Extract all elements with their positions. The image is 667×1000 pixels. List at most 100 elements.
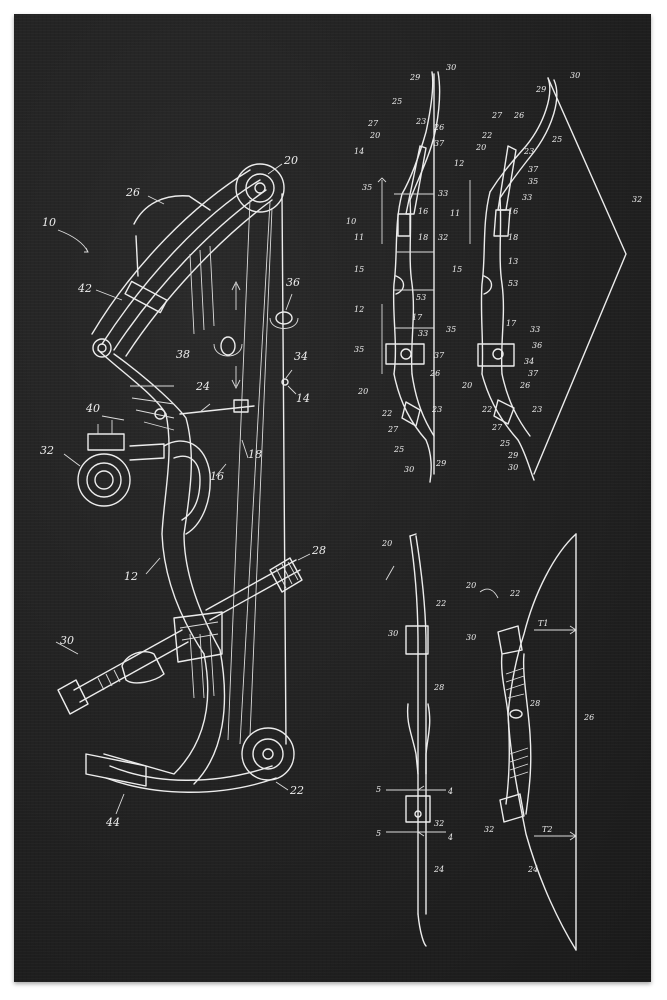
ref-label: 20 [357, 387, 368, 396]
ref-label: 15 [452, 265, 462, 274]
compound-bow-drawing [57, 163, 303, 793]
ref-label: 16 [210, 470, 224, 483]
ref-label: 26 [583, 713, 594, 722]
ref-label: 18 [248, 448, 262, 461]
ref-label: 37 [434, 351, 445, 360]
ref-label: 12 [454, 159, 464, 168]
ref-label: 24 [527, 865, 538, 874]
ref-label: 20 [475, 143, 486, 152]
ref-label: 27 [367, 119, 379, 128]
ref-label: 36 [532, 341, 542, 350]
ref-label: 35 [446, 325, 456, 334]
ref-label: 30 [404, 465, 414, 474]
ref-label: 53 [508, 279, 518, 288]
ref-label: 20 [461, 381, 472, 390]
ref-label: 17 [506, 319, 517, 328]
ref-label: 32 [40, 444, 54, 457]
ref-label: 27 [387, 425, 399, 434]
ref-label: 29 [409, 73, 420, 82]
ref-label: 28 [311, 544, 326, 557]
ref-label: T2 [542, 825, 552, 834]
ref-label: 10 [42, 216, 56, 229]
ref-label: 25 [393, 445, 404, 454]
ref-label: 35 [528, 177, 538, 186]
ref-label: T1 [538, 619, 548, 628]
recurve-drawing-a [377, 71, 441, 483]
ref-label: 29 [507, 451, 518, 460]
recurve-drawing-b [469, 77, 627, 481]
ref-label: 30 [446, 63, 456, 72]
ref-label: 26 [513, 111, 524, 120]
ref-label: 33 [522, 193, 532, 202]
ref-label: 16 [508, 207, 518, 216]
ref-label: 37 [528, 369, 539, 378]
recurve-front-drawing [385, 533, 446, 947]
ref-label: 26 [429, 369, 440, 378]
ref-label: 10 [346, 217, 356, 226]
ref-label: 24 [433, 865, 444, 874]
recurve-strung-drawing [479, 533, 577, 951]
ref-label: 22 [381, 409, 392, 418]
ref-label: 37 [528, 165, 539, 174]
ref-label: 14 [354, 147, 364, 156]
ref-label: 32 [632, 195, 642, 204]
ref-label: 33 [418, 329, 428, 338]
ref-label: 23 [415, 117, 426, 126]
reference-numerals: 10 20 26 36 42 38 34 14 40 24 32 18 16 1… [40, 63, 642, 874]
ref-label: 26 [125, 186, 140, 199]
ref-label: 22 [509, 589, 520, 598]
ref-label: 22 [481, 131, 492, 140]
ref-label: 12 [124, 570, 138, 583]
ref-label: 32 [484, 825, 494, 834]
ref-label: 26 [519, 381, 530, 390]
ref-label: 30 [388, 629, 398, 638]
ref-label: 11 [450, 209, 460, 218]
ref-label: 29 [435, 459, 446, 468]
ref-label: 14 [296, 392, 310, 405]
ref-label: 25 [551, 135, 562, 144]
ref-label: 20 [369, 131, 380, 140]
ref-label: 35 [354, 345, 364, 354]
ref-label: 42 [77, 282, 92, 295]
ref-label: 18 [418, 233, 428, 242]
ref-label: 32 [438, 233, 448, 242]
ref-label: 16 [418, 207, 428, 216]
ref-label: 5 [376, 785, 381, 794]
ref-label: 25 [391, 97, 402, 106]
ref-label: 4 [447, 787, 453, 796]
ref-label: 33 [530, 325, 540, 334]
ref-label: 53 [416, 293, 426, 302]
ref-label: 18 [508, 233, 518, 242]
ref-label: 37 [434, 139, 445, 148]
ref-label: 20 [465, 581, 476, 590]
ref-label: 44 [105, 816, 120, 829]
ref-label: 40 [85, 402, 100, 415]
ref-label: 28 [433, 683, 444, 692]
ref-label: 26 [433, 123, 444, 132]
ref-label: 27 [491, 423, 503, 432]
ref-label: 22 [481, 405, 492, 414]
patent-drawings [55, 71, 627, 951]
ref-label: 4 [447, 833, 453, 842]
ref-label: 30 [570, 71, 580, 80]
ref-label: 32 [434, 819, 444, 828]
ref-label: 11 [354, 233, 364, 242]
ref-label: 13 [508, 257, 518, 266]
ref-label: 24 [195, 380, 210, 393]
ref-label: 35 [362, 183, 372, 192]
ref-label: 22 [435, 599, 446, 608]
ref-label: 30 [508, 463, 518, 472]
ref-label: 22 [289, 784, 304, 797]
ref-label: 30 [466, 633, 476, 642]
ref-label: 25 [499, 439, 510, 448]
ref-label: 15 [354, 265, 364, 274]
blueprint-poster: 10 20 26 36 42 38 34 14 40 24 32 18 16 1… [14, 14, 651, 982]
ref-label: 23 [523, 147, 534, 156]
ref-label: 34 [524, 357, 534, 366]
ref-label: 33 [438, 189, 448, 198]
ref-label: 28 [529, 699, 540, 708]
ref-label: 12 [354, 305, 364, 314]
ref-label: 5 [376, 829, 381, 838]
ref-label: 29 [535, 85, 546, 94]
ref-label: 27 [491, 111, 503, 120]
